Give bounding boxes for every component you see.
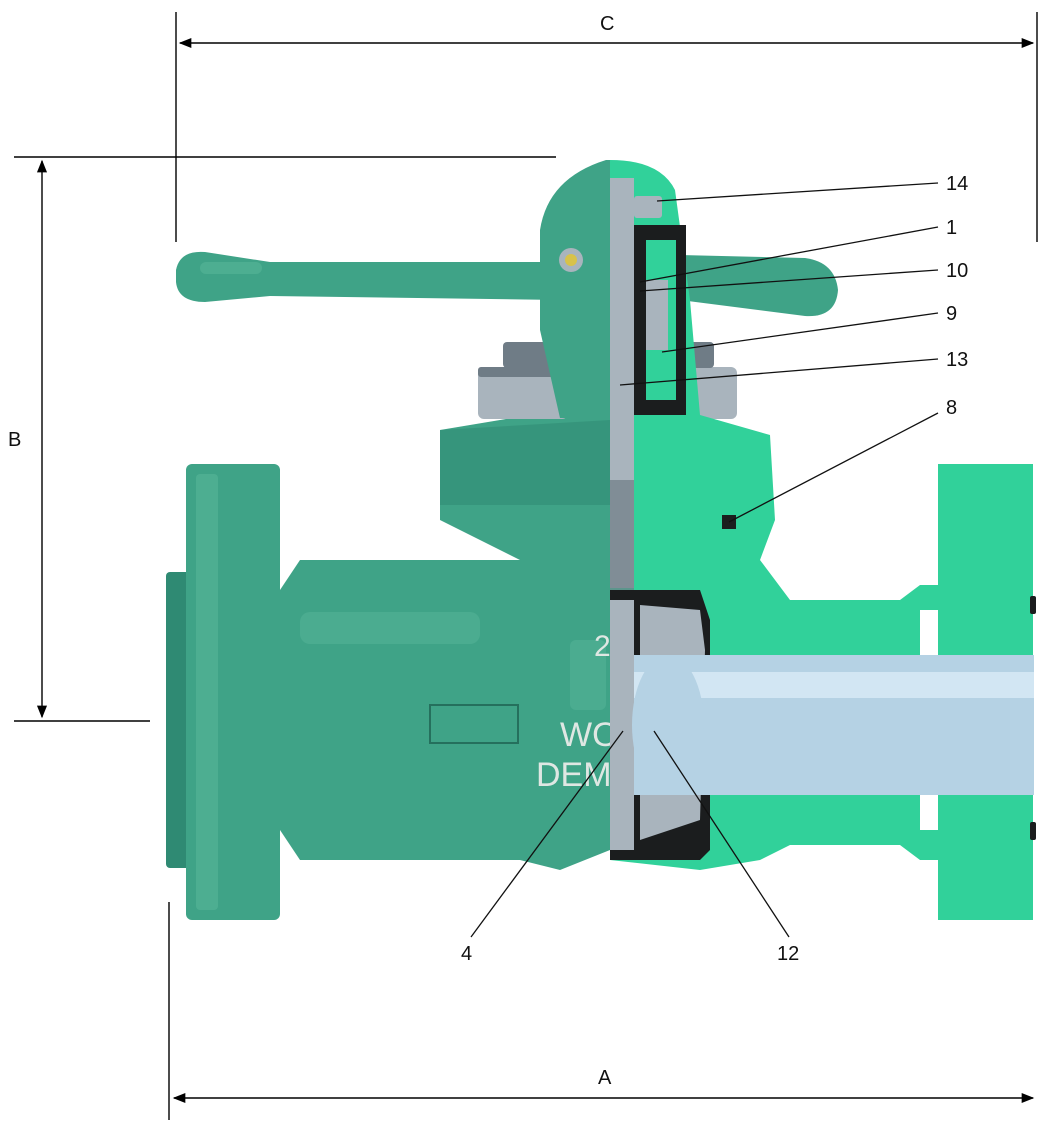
dimension-b: B [8,156,556,722]
valve-body [440,415,610,870]
valve-exterior-half: WO DEM 2 [166,160,838,920]
plug-face [610,600,634,850]
dimension-a-label: A [598,1067,612,1089]
leader-4 [470,730,624,938]
packing-stack [646,280,668,350]
bore-opening [632,655,704,795]
callouts: 14 1 10 9 13 8 4 12 [461,173,968,965]
dimension-a: A [168,902,1035,1120]
seal-ring [634,196,662,218]
bolt-hole-upper [1030,596,1036,614]
leader-13 [619,358,939,386]
leader-12 [653,730,790,938]
lever-handle-right [680,255,838,317]
callout-10: 10 [946,260,968,282]
wrench-head [540,160,610,418]
lever-handle [176,251,560,302]
dimension-b-label: B [8,429,21,451]
callout-1: 1 [946,217,957,239]
valve-section-half [610,160,1036,920]
leader-14 [656,182,939,202]
leader-8 [728,412,939,523]
casting-text-line1: WO [560,716,619,754]
dimension-c-label: C [600,13,614,35]
callout-14: 14 [946,173,968,195]
callout-8: 8 [946,397,957,419]
stem-thread [610,480,634,590]
leader-1 [639,226,939,283]
body-recess [429,704,519,744]
bolt-hole-lower [1030,822,1036,840]
gland-nut-left [478,367,568,419]
dimension-c: C [175,12,1038,242]
casting-text-line2: DEM [536,756,612,794]
stud-left [503,342,553,368]
leader-10 [639,269,939,292]
leader-9 [661,312,939,353]
callout-4: 4 [461,943,472,965]
callout-12: 12 [777,943,799,965]
callout-9: 9 [946,303,957,325]
callout-13: 13 [946,349,968,371]
casting-size-mark: 2 [594,630,611,663]
left-body-neck [280,560,560,860]
